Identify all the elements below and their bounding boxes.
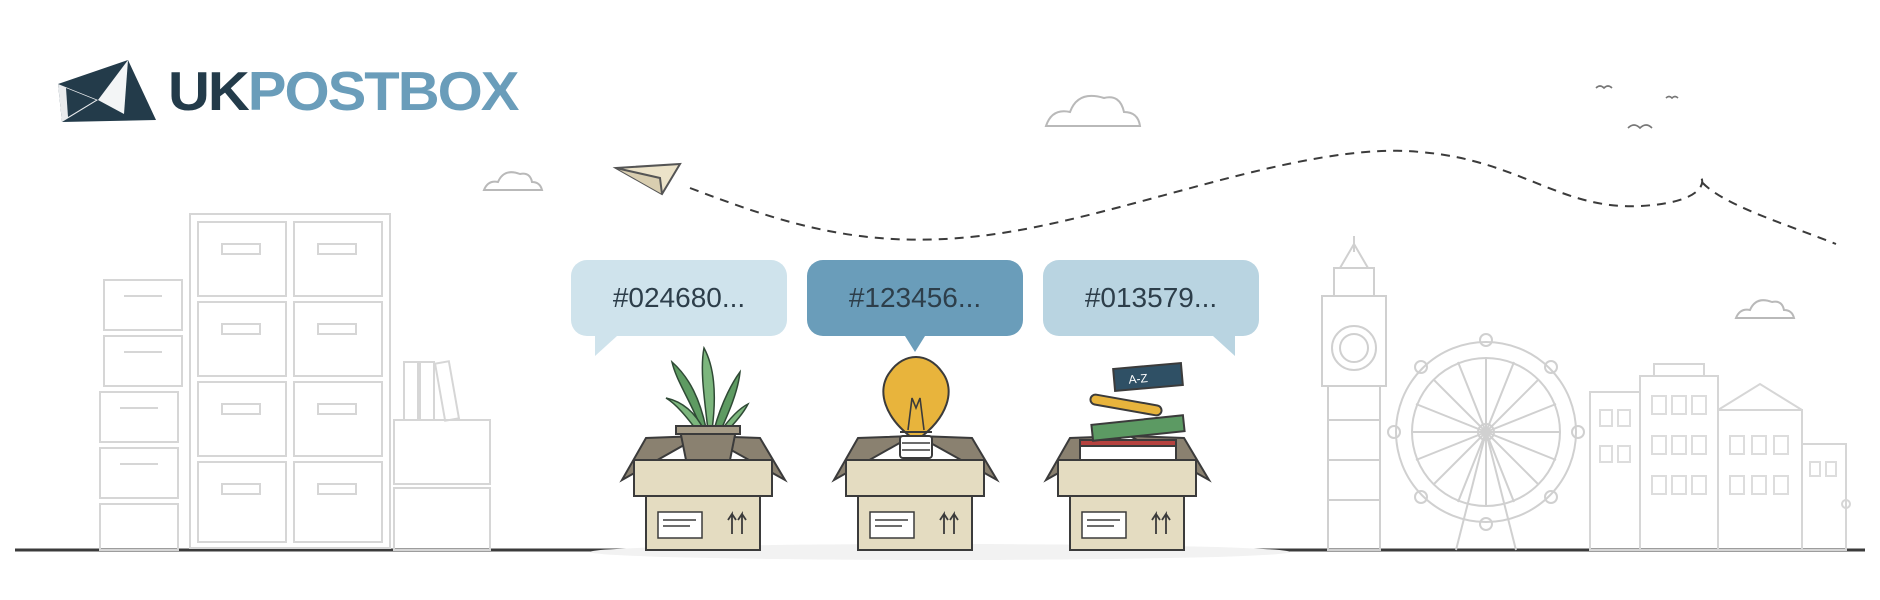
parcel-box-icon: [619, 435, 1212, 551]
filing-cabinet-icon: [99, 213, 491, 551]
paper-plane-icon: [612, 162, 682, 196]
bubble-tail: [595, 336, 617, 356]
bubble-tail: [1213, 336, 1235, 356]
big-ben-icon: [1321, 236, 1387, 551]
logo-triangle-icon: [58, 60, 156, 122]
ferris-wheel-icon: [1387, 333, 1585, 551]
books-label: A-Z: [1128, 371, 1148, 387]
flight-path: [689, 149, 1837, 245]
lightbulb-icon: [882, 356, 950, 459]
brand-logo[interactable]: UKPOSTBOX: [58, 60, 519, 124]
buildings-icon: [1589, 363, 1851, 551]
bubble-tail: [905, 336, 925, 352]
books-icon: A-Z: [1079, 361, 1186, 461]
speech-bubble-3: #013579...: [1043, 260, 1259, 356]
brand-name-light: POSTBOX: [247, 60, 520, 123]
bubble-label: #013579...: [1084, 282, 1218, 313]
plant-icon: [665, 345, 750, 461]
bubble-label: #123456...: [848, 282, 982, 313]
speech-bubble-2: #123456...: [807, 260, 1023, 352]
bubble-label: #024680...: [612, 282, 746, 313]
brand-name-dark: UK: [168, 60, 250, 123]
speech-bubble-1: #024680...: [571, 260, 787, 356]
cloud-icon: [482, 94, 1796, 319]
bird-icon: [1595, 85, 1679, 130]
brand-wordmark: UKPOSTBOX: [168, 64, 519, 119]
